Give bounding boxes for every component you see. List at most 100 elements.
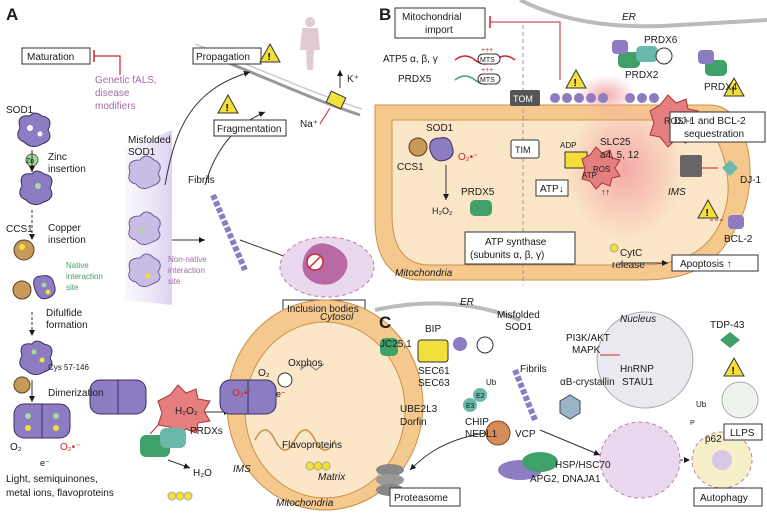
dj1-label: DJ-1 [740, 175, 762, 186]
e2-label: E2 [476, 393, 485, 400]
ims-label-a: IMS [233, 464, 251, 475]
ros-label-b: ROS [664, 116, 684, 126]
prdx4-label: PRDX4 [704, 82, 738, 93]
svg-text:!: ! [732, 366, 735, 377]
nedl1-label: NEDL1 [465, 429, 498, 440]
question-icon [476, 336, 494, 354]
panel-letter-b: B [379, 5, 391, 24]
non-native-label-2: interaction [168, 266, 205, 275]
autophagy-box [693, 487, 763, 507]
slc25-label-1: SLC25 [600, 137, 631, 148]
mts-label-1: MTS [480, 57, 495, 64]
genetic-label-1: Genetic fALS, [95, 75, 157, 86]
crystallin-label: αB-crystallin [560, 377, 615, 388]
proteasome-box [389, 487, 461, 507]
non-native-label-1: Non-native [168, 255, 207, 264]
llps-box [723, 423, 763, 441]
maturation-label: Maturation [27, 52, 74, 63]
tom-label: TOM [513, 94, 533, 104]
adp-label: ADP [560, 141, 576, 150]
import-label-2: import [425, 25, 453, 36]
copper-label-1: Copper [48, 223, 81, 234]
h2o-label: H₂O [193, 468, 212, 479]
mitochondria-label-b: Mitochondria [395, 268, 453, 279]
tim-complex [510, 139, 540, 159]
prdx2-label: PRDX2 [625, 70, 659, 81]
cys-label: Cys 57-146 [48, 363, 89, 372]
mitochondria-a [226, 299, 424, 511]
warning-icon: ! [217, 93, 239, 114]
chip-label: CHIP [465, 417, 489, 428]
matrix-label: Matrix [318, 472, 346, 483]
sod1-label-a: SOD1 [6, 105, 34, 116]
inclusion-label: Inclusion bodies [287, 304, 359, 315]
svg-text:!: ! [706, 208, 709, 219]
dj1-bcl2-box [669, 111, 766, 143]
dimerization-label: Dimerization [48, 388, 104, 399]
o2-label-a-mito: O₂ [258, 368, 270, 379]
llps-label: LLPS [730, 428, 755, 439]
propagation-box [192, 47, 262, 65]
sod1-apo-icon [17, 112, 51, 148]
import-label-1: Mitochondrial [402, 12, 461, 23]
prdx-cluster-icon [612, 40, 727, 76]
h2o2-label-a: H₂O₂ [175, 406, 198, 417]
er-label-c: ER [460, 297, 474, 308]
bcl2-label: BCL-2 [724, 234, 753, 245]
non-native-label-3: site [168, 277, 181, 286]
import-box [394, 7, 486, 39]
pi3k-label: PI3K/AKT [566, 333, 610, 344]
fragmentation-label: Fragmentation [217, 124, 281, 135]
sec61-sec63-icon [380, 337, 467, 363]
warning-icon: ! [723, 356, 745, 377]
plus-label-1: +++ [481, 47, 493, 54]
plus-label-2: +++ [481, 67, 493, 74]
sod1-dimer-cytosol-icon [89, 379, 277, 415]
atp-down-label: ATP↓ [540, 184, 564, 195]
nucleus-label: Nucleus [620, 314, 656, 325]
dorfin-label: Dorfin [400, 417, 427, 428]
p62-label: p62 [705, 434, 722, 445]
panel-letter-a: A [6, 5, 18, 24]
zn-label: Zn [26, 158, 34, 165]
atp-label-b: ATP [582, 171, 597, 180]
sod1-dimer-icon [13, 403, 71, 439]
dj1-channel-icon [680, 155, 702, 177]
apoptosis-label: Apoptosis ↑ [680, 259, 732, 270]
synth-label-2: (subunits α, β, γ) [470, 250, 544, 261]
ube2l3-label: UBE2L3 [400, 404, 438, 415]
jc-label: JC25,1 [380, 339, 412, 350]
genetic-label-3: modifiers [95, 101, 136, 112]
sod1-disulfide-icon [13, 340, 53, 394]
apg2-label: APG2, DNAJA1 [530, 474, 601, 485]
fibrils-icon [210, 193, 248, 272]
dj-bcl-label-1: DJ-1 and BCL-2 [674, 116, 746, 127]
h2o2-label-b: H₂O₂ [432, 206, 453, 216]
e3-label: E3 [466, 403, 475, 410]
svg-text:!: ! [268, 52, 271, 63]
difulfide-label-2: formation [46, 320, 88, 331]
vcp-icon [485, 420, 511, 446]
misfolded-label-2: SOD1 [128, 147, 156, 158]
e-label-a-cyto: e⁻ [40, 458, 50, 468]
proteasome-label: Proteasome [394, 493, 448, 504]
e2-e3-icon [463, 388, 487, 412]
prdxs-icon [140, 428, 186, 457]
llps-droplet-icon [721, 381, 759, 419]
h2o2-burst-icon [157, 384, 211, 438]
synth-label-1: ATP synthase [485, 237, 547, 248]
autophagosome-icon [599, 421, 753, 499]
ros-label-inner: ROS [593, 165, 610, 174]
o2-label-a-cyto: O₂ [10, 442, 22, 453]
bip-label: BIP [425, 324, 441, 335]
atp-down-box [535, 179, 569, 197]
warning-icon: ! [697, 198, 719, 219]
ub-label-1: Ub [486, 378, 497, 387]
p-label: P [690, 420, 695, 427]
na-ion-label: Na⁺ [300, 119, 318, 130]
cytc-label-1: CytC [620, 248, 642, 259]
crystallin-icon [559, 394, 581, 420]
atp5-label: ATP5 α, β, γ [383, 54, 438, 65]
